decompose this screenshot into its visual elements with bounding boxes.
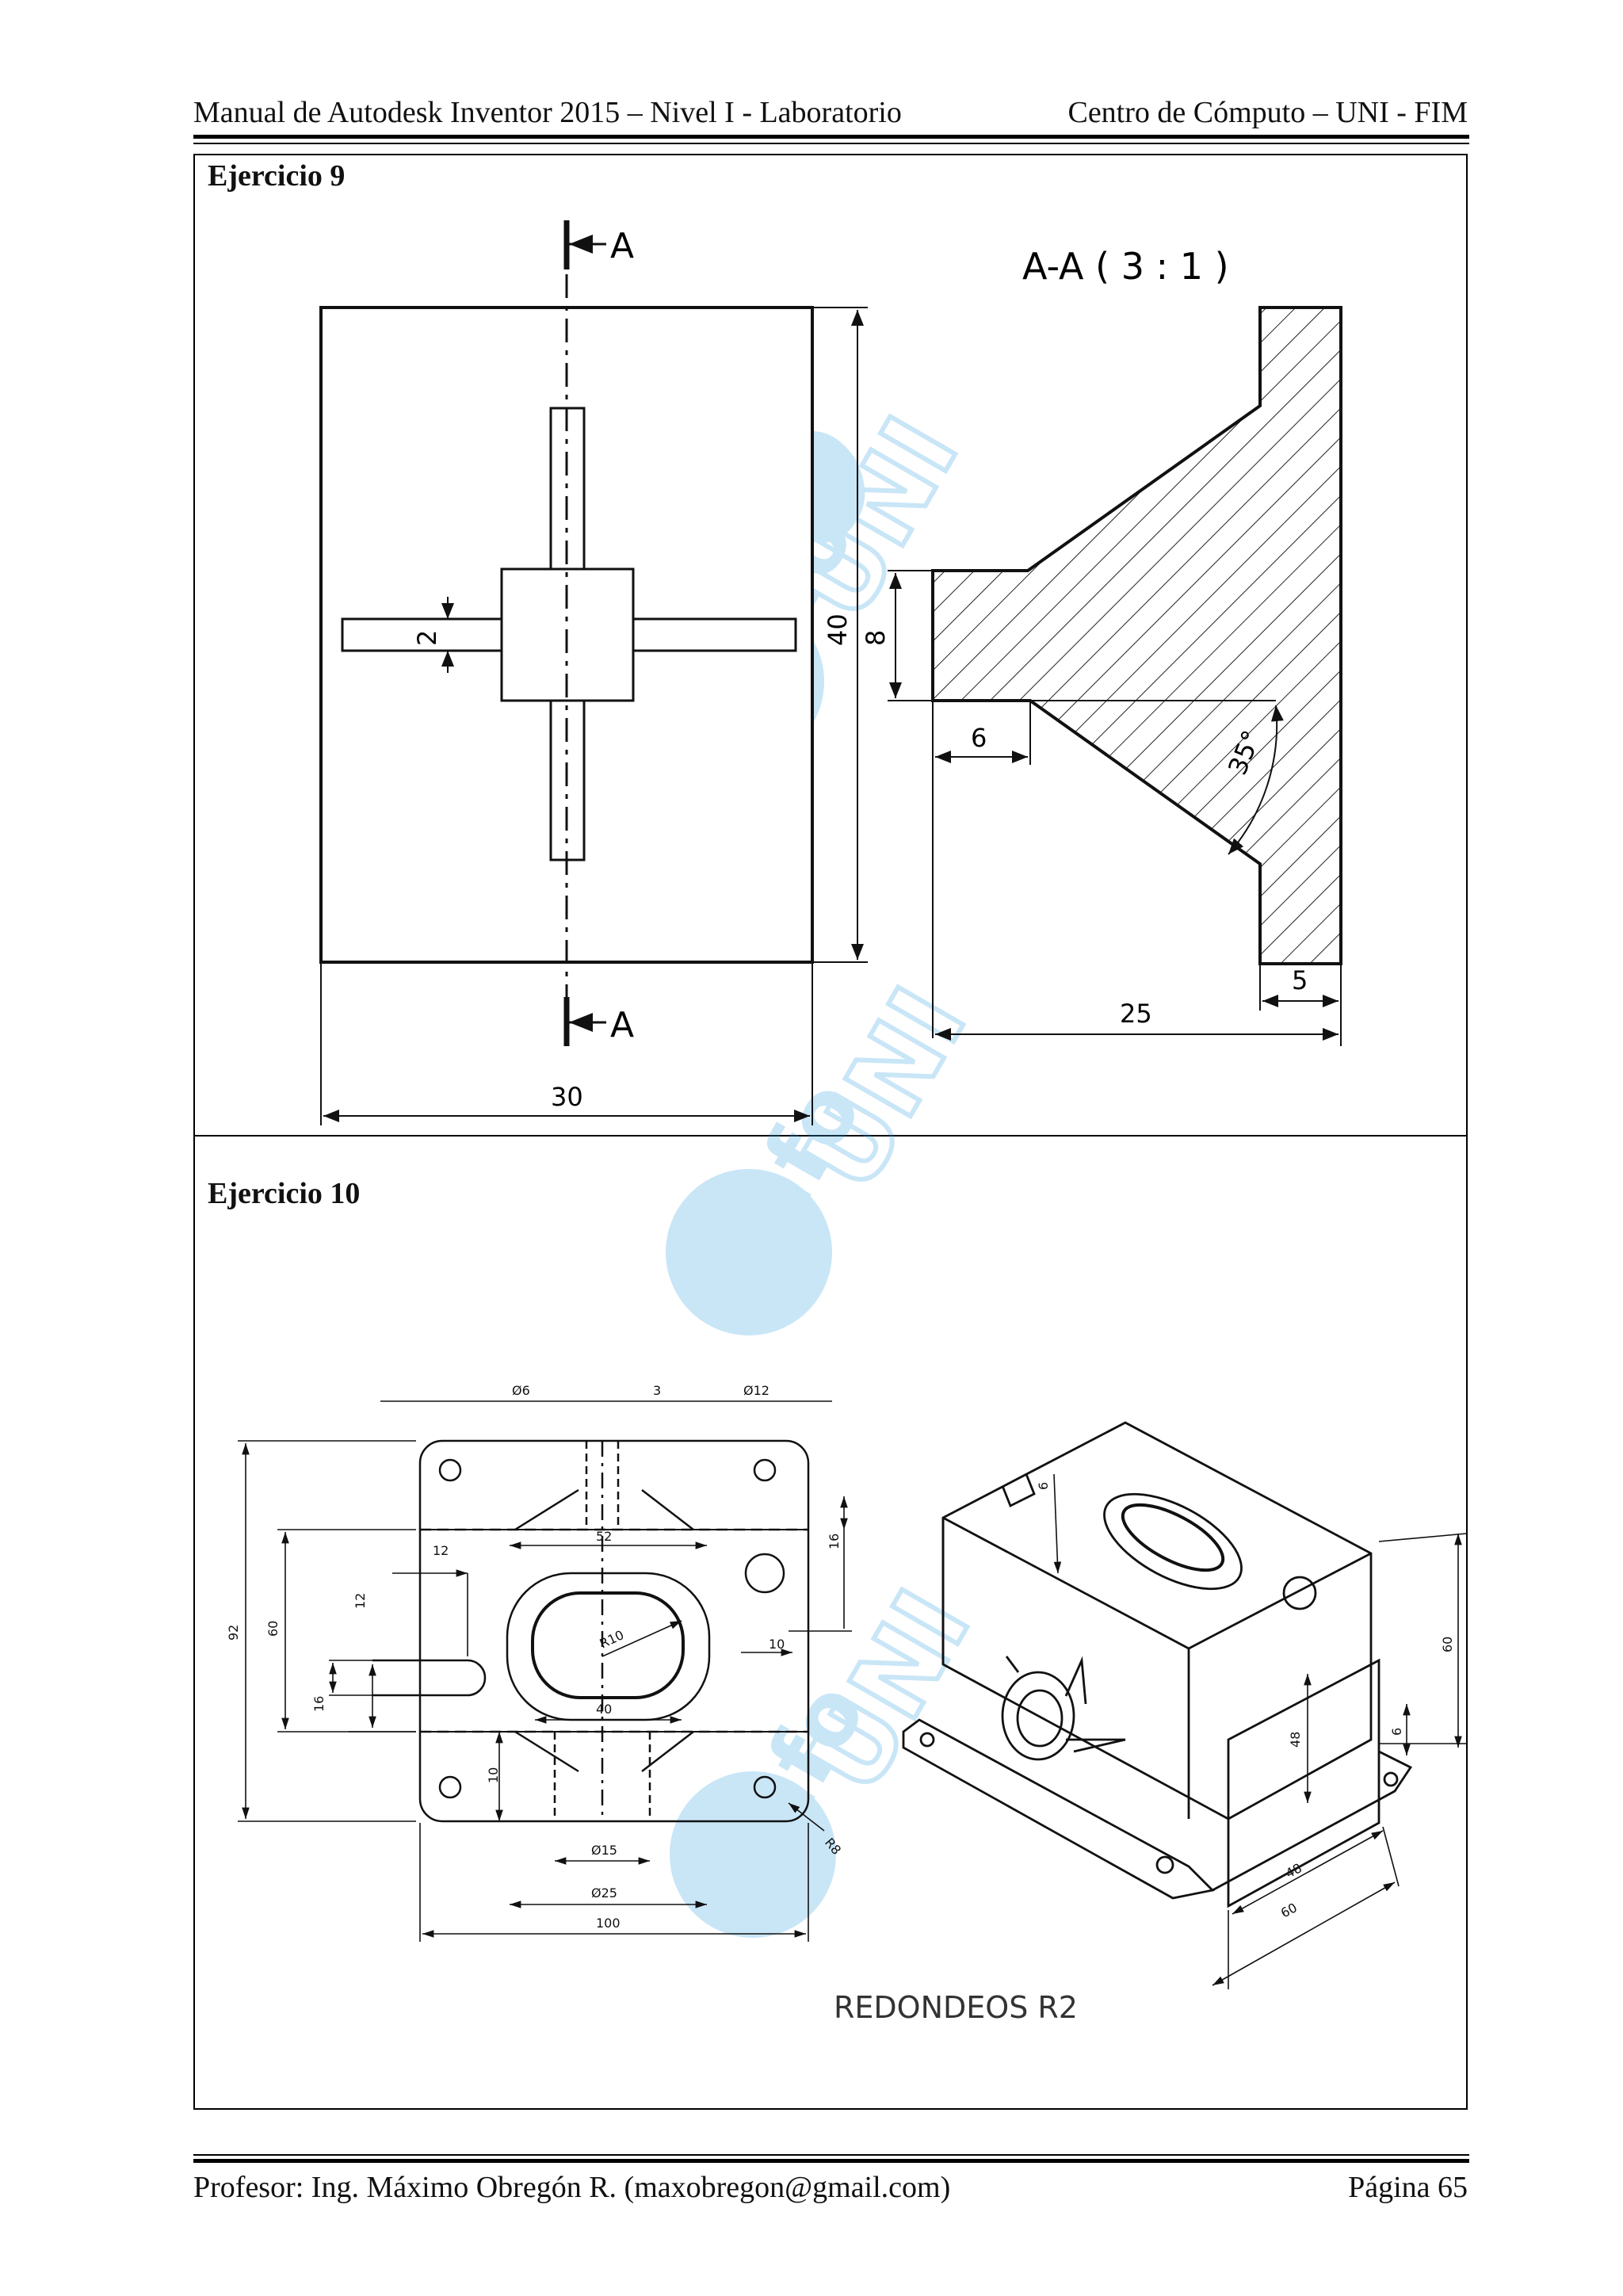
dim10-10b: 10 [486,1767,501,1783]
hole-bl [438,1775,462,1799]
dim-40: 40 [823,613,853,646]
dim10-d25: Ø25 [591,1885,617,1901]
dim-25: 25 [1120,999,1152,1029]
dim10-60: 60 [265,1621,281,1637]
dim10-iso60b: 60 [1278,1900,1300,1920]
dim10-40: 40 [596,1702,612,1717]
hole-br [753,1775,777,1799]
hole-tr [753,1458,777,1482]
dim-2: 2 [412,630,442,646]
footer-rule [193,2159,1469,2163]
dim10-iso6b: 6 [1389,1728,1404,1736]
section-view-title: A-A ( 3 : 1 ) [1022,245,1229,288]
header-rule-thin [193,143,1469,144]
hole-tl [438,1458,462,1482]
dim-8: 8 [861,630,891,646]
dim10-iso48: 48 [1288,1732,1303,1748]
exercise-9-title: Ejercicio 9 [208,159,346,193]
section-mark-top: A [610,226,634,266]
isometric-view [902,1421,1413,1908]
dim-30: 30 [551,1082,583,1112]
boss-inner [531,1591,685,1699]
dim10-d12: Ø12 [743,1383,769,1398]
dim-5: 5 [1292,965,1308,995]
exercise-10-title: Ejercicio 10 [208,1177,361,1210]
footer-author: Profesor: Ing. Máximo Obregón R. (maxobr… [193,2171,951,2204]
dim10-d15: Ø15 [591,1843,617,1858]
dim10-r8: R8 [822,1835,844,1858]
iso-boss [1103,1492,1243,1591]
fillet-note: REDONDEOS R2 [834,1990,1078,2025]
side-slot [372,1659,487,1697]
header-title: Manual de Autodesk Inventor 2015 – Nivel… [193,96,902,129]
dim10-iso6: 6 [1036,1482,1051,1490]
page-number: Página 65 [1348,2171,1468,2204]
header-institution: Centro de Cómputo – UNI - FIM [1067,96,1468,129]
dim10-92: 92 [226,1625,241,1641]
header-rule [193,135,1469,139]
dim10-100: 100 [596,1916,621,1931]
dim10-16: 16 [827,1534,842,1549]
exercise-frame [193,154,1468,2110]
hole-right [744,1553,785,1594]
footer-rule-thin [193,2154,1469,2156]
dim10-iso48b: 48 [1283,1860,1304,1881]
dim10-52: 52 [596,1529,612,1544]
dim-6: 6 [971,723,987,753]
dim10-3: 3 [653,1383,661,1398]
dim10-12b: 12 [353,1593,368,1609]
section-mark-bottom: A [610,1005,634,1045]
dim10-16b: 16 [311,1696,327,1712]
dim10-10: 10 [769,1637,785,1652]
iso-side-boss [1001,1671,1075,1761]
dim10-12: 12 [433,1543,449,1558]
dim10-iso60: 60 [1440,1637,1455,1652]
frame-separator [195,1135,1466,1137]
dim10-d6: Ø6 [512,1383,530,1398]
